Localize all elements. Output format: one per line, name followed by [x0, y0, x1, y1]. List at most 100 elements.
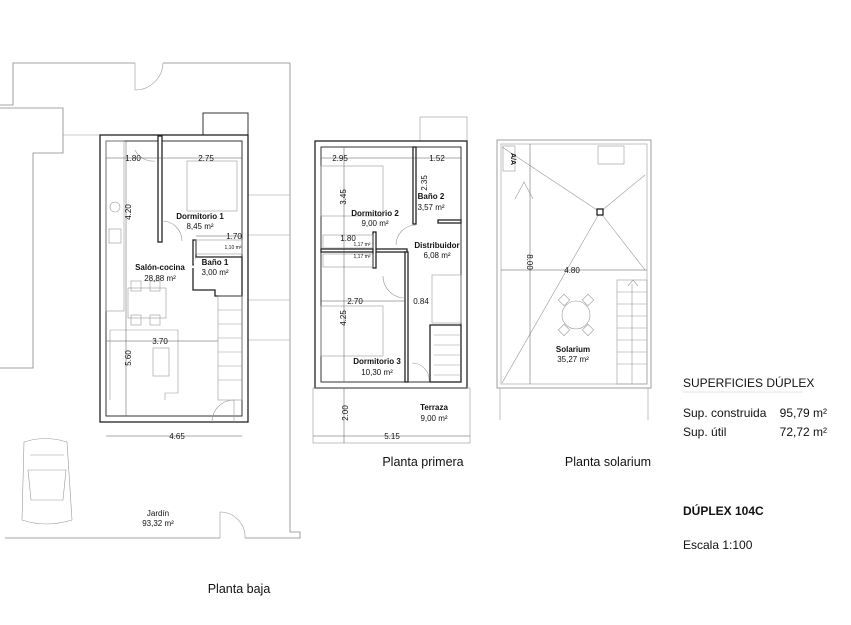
dim-label: 2.95	[332, 154, 348, 163]
room-name: Dormitorio 2	[351, 209, 399, 218]
first-floor-plan: 2.95 1.52 2.35 3.45 1.80 2.70 0.84 4.25 …	[312, 116, 471, 469]
staircase	[616, 279, 648, 385]
dim-label: 1.52	[429, 154, 445, 163]
ac-unit	[502, 145, 516, 172]
room-name: Baño 2	[418, 192, 445, 201]
bath-wall	[437, 219, 462, 224]
car	[21, 438, 73, 525]
closet-area: 1,10 m²	[225, 245, 242, 251]
drain-icon	[596, 208, 604, 216]
plan-caption: Planta baja	[208, 582, 271, 596]
door-arc	[395, 224, 417, 246]
dim-label: 3.70	[152, 337, 168, 346]
unit-name: DÚPLEX 104C	[683, 503, 764, 518]
dim-label: 3.45	[339, 189, 348, 205]
sink	[108, 228, 122, 244]
room-name: Terraza	[420, 403, 448, 412]
door-arc	[382, 275, 406, 299]
dim-label: 8.00	[525, 254, 534, 270]
built-area-label: Sup. construida	[683, 406, 767, 420]
closet-area: 1,17 m²	[354, 242, 371, 248]
dim-label: 1.70	[226, 232, 242, 241]
plan-caption: Planta primera	[382, 455, 463, 469]
built-area-value: 95,79 m²	[780, 406, 827, 420]
interior-wall	[412, 146, 417, 225]
room-area: 10,30 m²	[361, 368, 393, 377]
plot-boundary	[0, 62, 135, 106]
room-area: 35,27 m²	[557, 355, 589, 364]
wardrobe	[195, 239, 243, 255]
room-area: 9,00 m²	[361, 219, 388, 228]
roof-slope-lines	[501, 146, 646, 384]
dim-label: 4.25	[339, 310, 348, 326]
dim-label: 4.20	[124, 204, 133, 220]
stair-arrow	[627, 279, 639, 287]
room-area: 3,00 m²	[201, 268, 228, 277]
room-name: Distribuidor	[414, 241, 459, 250]
dim-label: 5.60	[124, 350, 133, 366]
door-arc	[161, 220, 183, 242]
garden-door-arc	[219, 511, 246, 539]
dim-label: 2.75	[198, 154, 214, 163]
closet-wall	[372, 231, 377, 269]
room-name: Salón-cocina	[135, 263, 185, 272]
closet-area: 1,17 m²	[354, 254, 371, 260]
room-area: 28,88 m²	[144, 274, 176, 283]
room-name: Dormitorio 1	[176, 212, 224, 221]
patio-table-chairs	[557, 293, 595, 337]
door-arc	[411, 362, 430, 383]
dim-label: 4.65	[169, 432, 185, 441]
plot-boundary-right	[163, 62, 301, 539]
dining-table	[127, 280, 167, 326]
room-area: 8,45 m²	[186, 222, 213, 231]
wardrobe	[322, 253, 374, 268]
sofa	[109, 329, 179, 400]
staircase	[217, 295, 243, 401]
dimension-lines	[106, 141, 242, 437]
dim-label: 1.80	[125, 154, 141, 163]
gate-door-arc	[134, 62, 164, 91]
scale-label: Escala 1:100	[683, 538, 753, 552]
dim-label: 5.15	[384, 432, 400, 441]
ac-label: A/A	[509, 153, 516, 165]
room-area: 3,57 m²	[417, 203, 444, 212]
bath-wall-lower	[192, 256, 243, 297]
neighbour-lines	[63, 134, 290, 341]
bed	[320, 165, 384, 217]
terrace	[312, 387, 471, 444]
staircase	[431, 274, 462, 376]
solarium-inner	[500, 143, 648, 385]
stair-arrow	[514, 181, 534, 200]
room-area: 6,08 m²	[423, 251, 450, 260]
roof-outline	[419, 116, 468, 142]
room-area: 93,32 m²	[142, 519, 174, 528]
room-name: Dormitorio 3	[353, 357, 401, 366]
interior-wall	[157, 135, 163, 243]
kitchen-counter	[105, 140, 125, 312]
useful-area-value: 72,72 m²	[780, 425, 827, 439]
bed	[186, 160, 238, 212]
plot-boundary-left	[0, 107, 64, 369]
coffee-table	[152, 347, 170, 377]
room-name: Solarium	[556, 345, 590, 354]
plan-caption: Planta solarium	[565, 455, 651, 469]
door-arc	[134, 149, 156, 162]
solarium-outline	[496, 139, 652, 389]
dimension-lines	[501, 144, 647, 384]
stair-wall	[429, 324, 462, 383]
interior-wall	[404, 251, 409, 383]
dim-label: 4.80	[564, 266, 580, 275]
closet-wall	[320, 248, 408, 253]
dimension-lines	[313, 147, 470, 443]
dim-label: 0.84	[413, 297, 429, 306]
ground-floor-plan: 1.80 2.75 4.20 1.70 3.70 5.60 4.65 Dormi…	[0, 62, 301, 596]
room-name: Baño 1	[202, 258, 229, 267]
dim-label: 2.00	[341, 405, 350, 421]
dim-label: 1.80	[340, 234, 356, 243]
dim-label: 2.70	[347, 297, 363, 306]
room-name: Jardín	[147, 509, 169, 518]
bed	[320, 305, 384, 357]
useful-area-label: Sup. útil	[683, 425, 726, 439]
surface-summary: SUPERFICIES DÚPLEX Sup. construida 95,79…	[683, 375, 827, 552]
